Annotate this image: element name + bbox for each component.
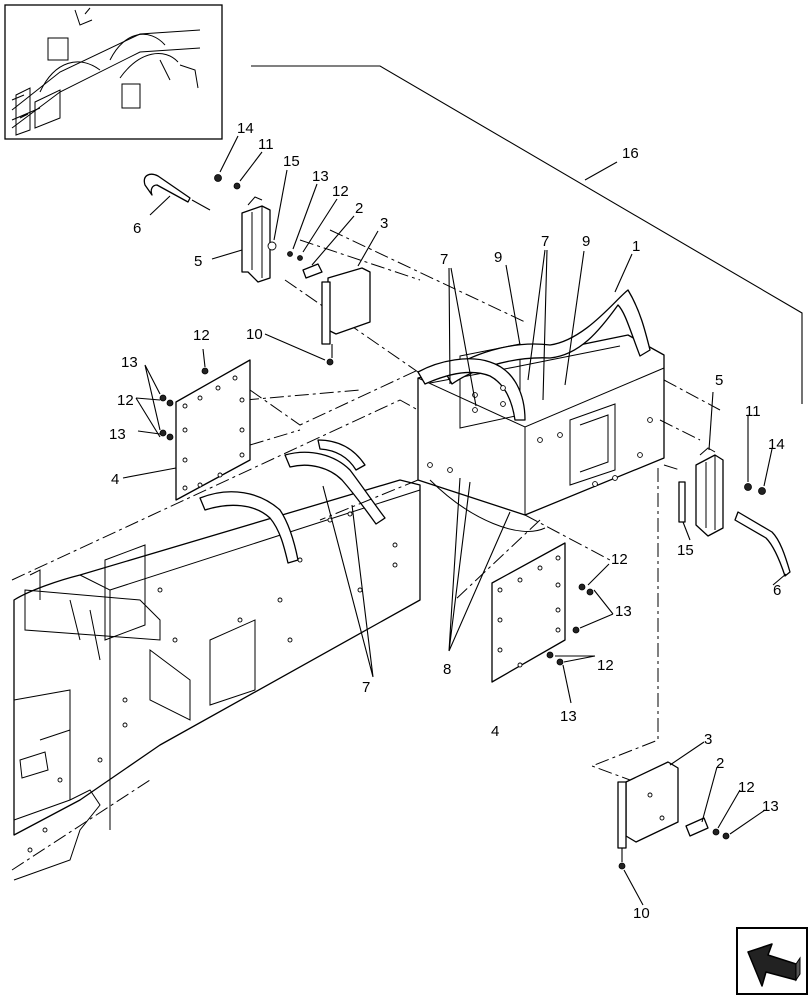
callout-14: 14: [768, 436, 785, 453]
plate-3-right: [625, 761, 679, 843]
callout-15: 15: [677, 542, 694, 559]
rod-6-left: [143, 173, 191, 203]
leader-lines: [122, 135, 787, 906]
callout-11: 11: [745, 403, 761, 420]
clip-2-left: [302, 263, 323, 279]
plate-3-left: [327, 267, 371, 335]
handle-tube-4: [284, 451, 386, 525]
callout-13: 13: [121, 354, 138, 371]
callout-12: 12: [332, 183, 349, 200]
washer-12-plate-left: [201, 367, 209, 375]
washer-12-plate-left-a: [166, 399, 174, 407]
pin-10-right: [618, 862, 626, 870]
rod-6-right: [734, 511, 791, 577]
callout-5: 5: [194, 253, 202, 270]
callout-13: 13: [312, 168, 329, 185]
callout-4: 4: [111, 471, 119, 488]
callout-7: 7: [541, 233, 549, 250]
washer-12-right: [712, 828, 720, 836]
callout-1: 1: [632, 238, 640, 255]
overview-thumbnail: [4, 4, 223, 140]
callout-12: 12: [193, 327, 210, 344]
callout-15: 15: [283, 153, 300, 170]
callout-9: 9: [494, 249, 502, 266]
callout-4: 4: [491, 723, 499, 740]
callout-8: 8: [443, 661, 451, 678]
callout-9: 9: [582, 233, 590, 250]
callout-10: 10: [246, 326, 263, 343]
callout-13: 13: [109, 426, 126, 443]
cover-plate-4-left: [175, 359, 251, 501]
pivot-pin-3-right: [617, 781, 627, 849]
callout-13: 13: [560, 708, 577, 725]
main-frame: [11, 399, 421, 881]
callout-5: 5: [715, 372, 723, 389]
callout-2: 2: [716, 755, 724, 772]
washer-13-plate-right-a: [586, 588, 594, 596]
callout-6: 6: [133, 220, 141, 237]
plate-4-right-holes: [497, 555, 561, 668]
washer-13-plate-left-a: [159, 394, 167, 402]
bracket-5-right: [695, 454, 724, 537]
callout-12: 12: [738, 779, 755, 796]
callout-16: 16: [622, 145, 639, 162]
bolt-15-right: [678, 481, 686, 523]
callout-6: 6: [773, 582, 781, 599]
callout-13: 13: [762, 798, 779, 815]
washer-13-left: [287, 251, 293, 257]
cover-plate-4-right: [491, 542, 566, 683]
callout-12: 12: [611, 551, 628, 568]
callout-7: 7: [440, 251, 448, 268]
washer-12-plate-right-a: [578, 583, 586, 591]
nut-14-left: [214, 174, 222, 182]
washer-12-plate-right-b: [546, 651, 554, 659]
callout-12: 12: [117, 392, 134, 409]
nut-14-right: [758, 487, 766, 495]
washer-11-left: [233, 182, 241, 190]
handle-tube-3: [199, 491, 299, 564]
washer-13-plate-right-b: [572, 626, 580, 634]
pivot-pin-3-left: [321, 281, 331, 345]
callout-2: 2: [355, 200, 363, 217]
handle-tube-1: [444, 289, 651, 385]
washer-13-plate-left-b: [159, 429, 167, 437]
washer-13-plate-right-c: [556, 658, 564, 666]
callout-11: 11: [258, 136, 274, 153]
callout-3: 3: [704, 731, 712, 748]
washer-11-right: [744, 483, 752, 491]
washer-12-left: [297, 255, 303, 261]
callout-3: 3: [380, 215, 388, 232]
callout-7: 7: [362, 679, 370, 696]
callout-14: 14: [237, 120, 254, 137]
pin-10-left: [326, 358, 334, 366]
handle-tube-2: [417, 358, 526, 421]
callout-10: 10: [633, 905, 650, 922]
clip-2-right: [685, 817, 709, 837]
washer-12-plate-left-b: [166, 433, 174, 441]
washer-13-right: [722, 832, 730, 840]
bracket-5-left: [241, 205, 271, 283]
plate-4-left-holes: [182, 375, 245, 491]
callout-labels: 14 11 15 13 12 2 3 6 5 16 7 9 7 9 1 10 1…: [109, 120, 785, 922]
callout-12: 12: [597, 657, 614, 674]
callout-13: 13: [615, 603, 632, 620]
handle-tube-5: [317, 439, 366, 471]
bolt-15-left: [267, 241, 277, 251]
next-page-arrow-icon[interactable]: [736, 927, 808, 995]
